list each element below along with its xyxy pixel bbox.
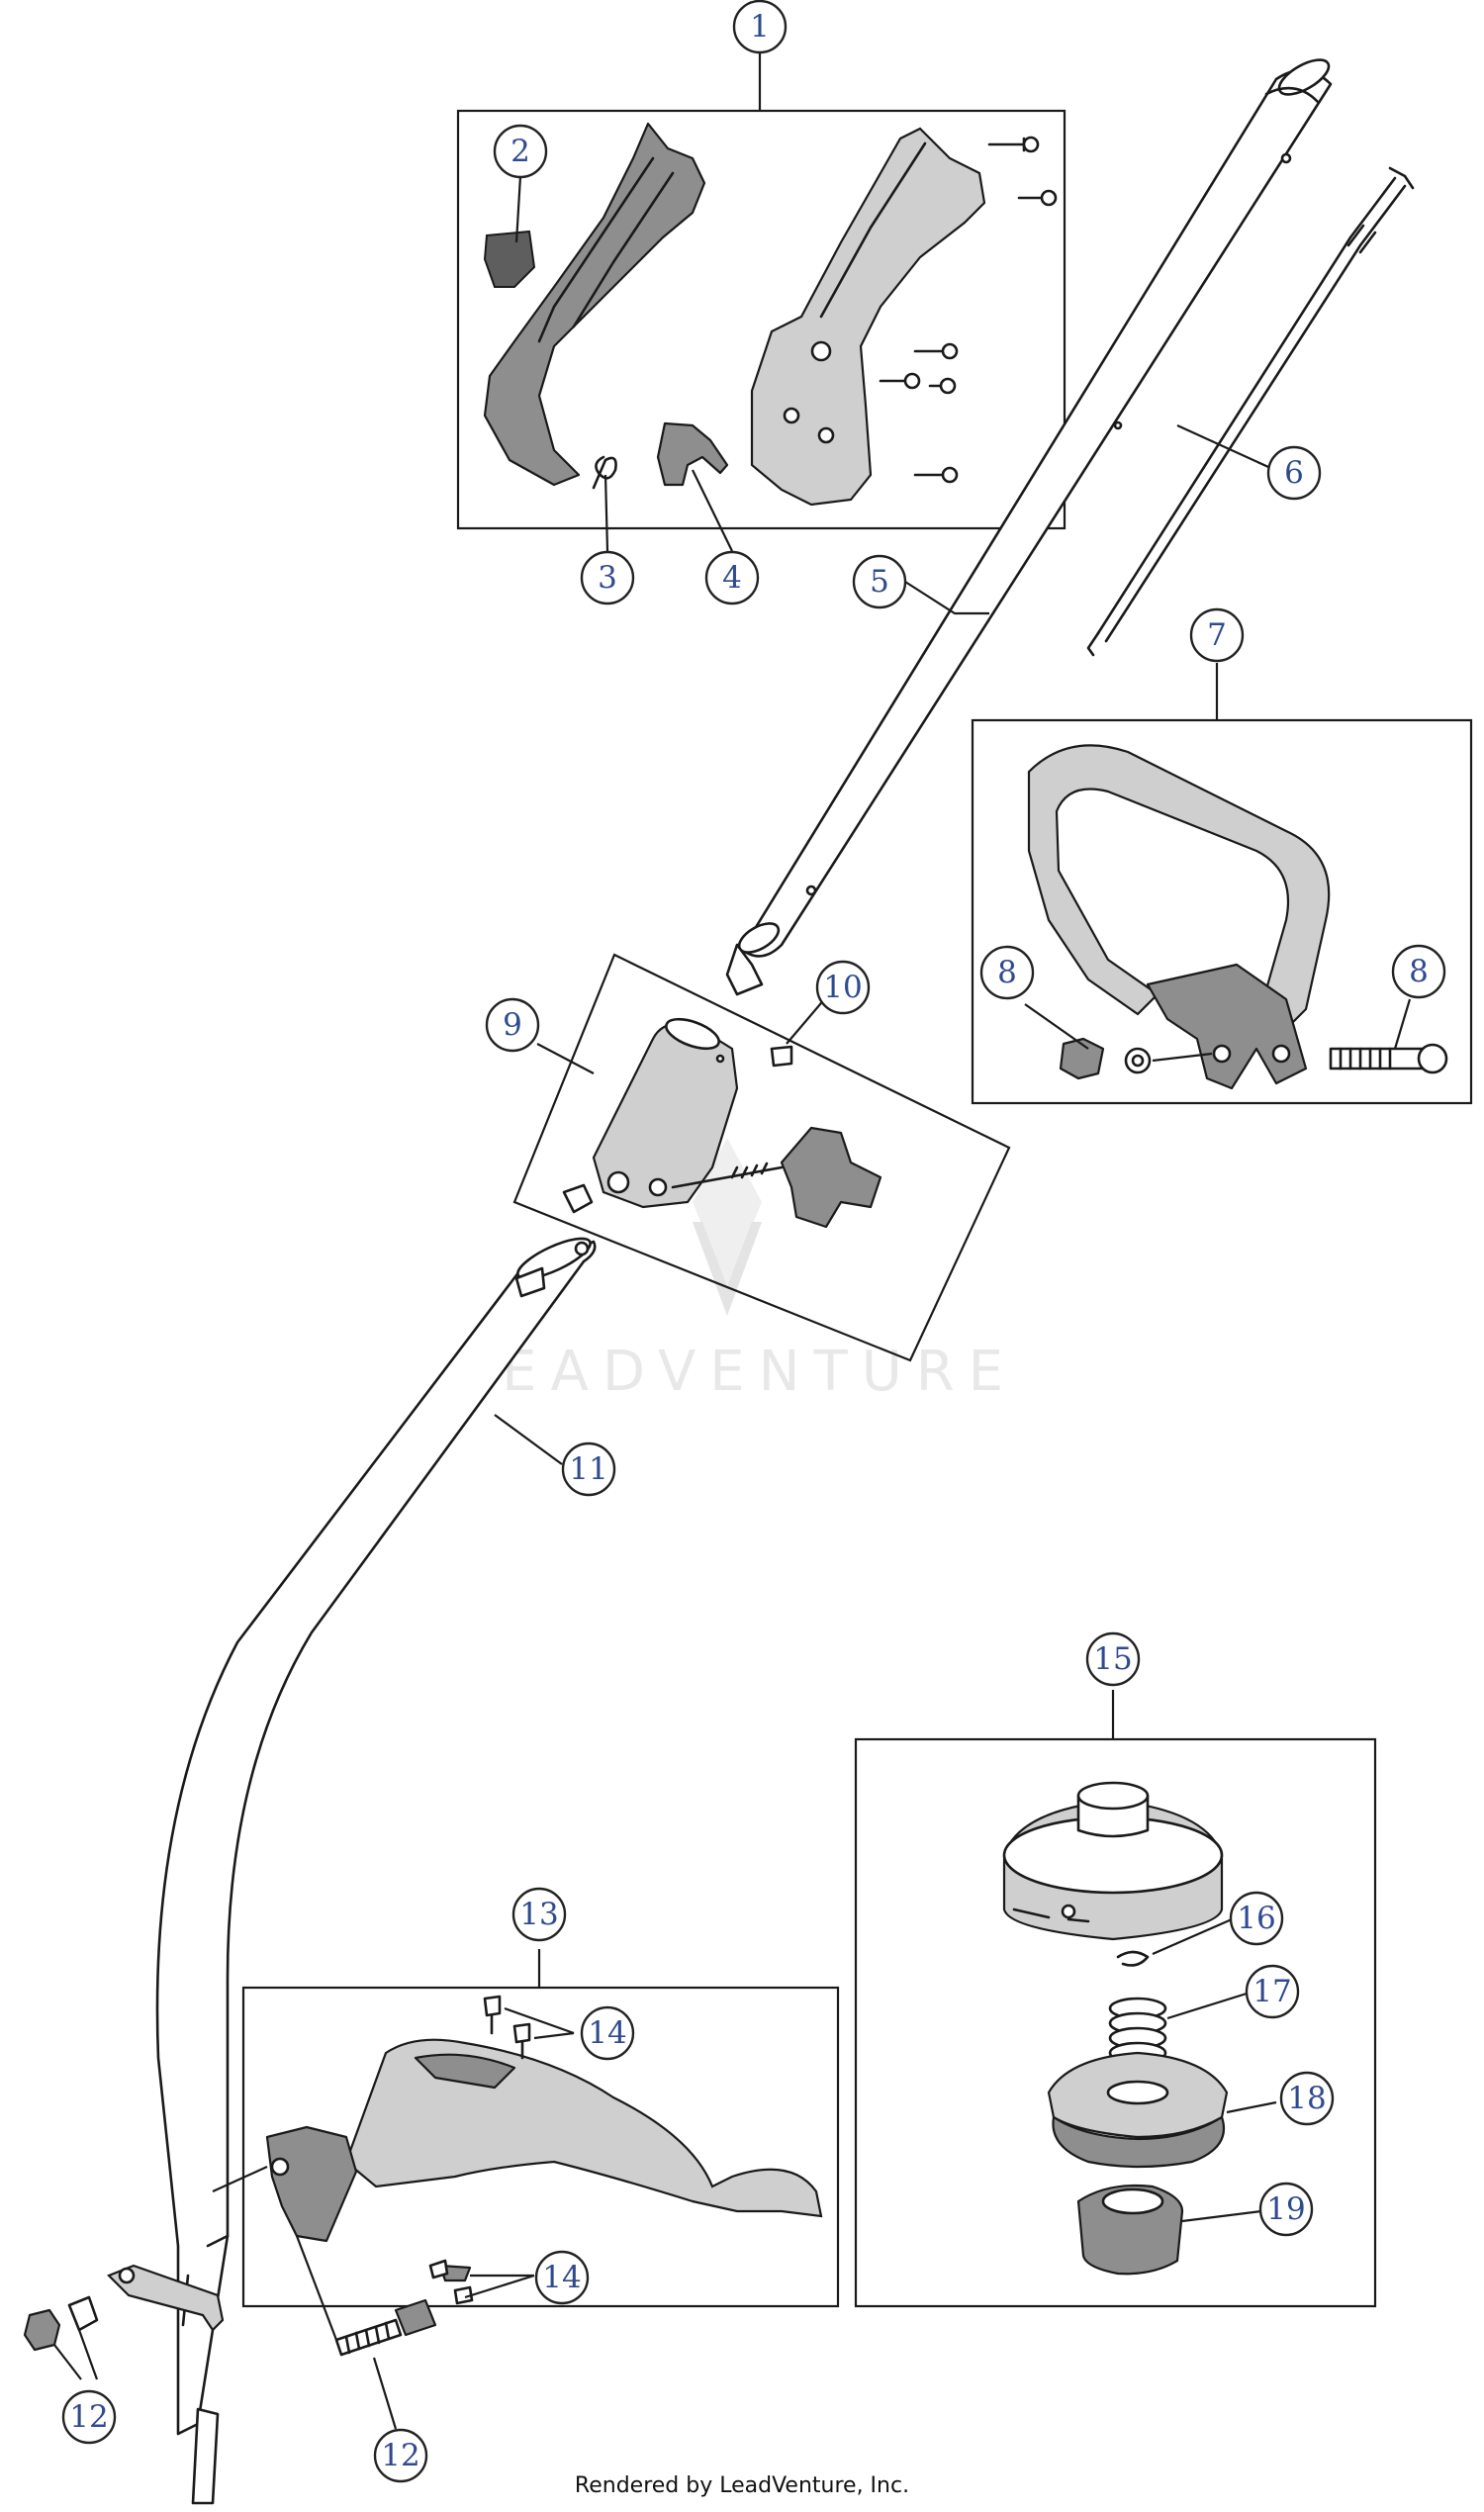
guard-mount [265,2125,358,2243]
housing-screws [879,136,1058,484]
trimmer-head-group [854,1737,1377,2308]
wing-nut [23,2308,61,2352]
svg-text:1: 1 [750,9,770,45]
svg-text:14: 14 [542,2260,581,2295]
callout-12b: 12 [373,2428,428,2483]
callout-18: 18 [1279,2071,1335,2126]
guard-group [241,1986,840,2308]
svg-text:11: 11 [569,1451,607,1487]
boss-hole [817,426,835,444]
callout-2: 2 [493,124,548,179]
svg-text:8: 8 [1409,954,1429,989]
callout-14a: 14 [580,2005,635,2061]
boss-hole [783,407,800,424]
handle-housing-group [456,109,1067,530]
leader-lines [53,52,1412,2430]
handle-half-right [750,127,986,507]
rendered-by-footer: Rendered by LeadVenture, Inc. [574,2473,910,2498]
callout-13: 13 [511,1887,567,1942]
svg-text:7: 7 [1207,617,1227,653]
handle-bolt [1329,1047,1427,1070]
coupler-group [512,953,1011,1362]
trigger [656,421,729,487]
loop-handle [1027,744,1331,1031]
guard [344,2038,823,2218]
group-9-box [512,953,1011,1362]
callout-5: 5 [852,554,907,609]
callout-19: 19 [1258,2182,1314,2237]
watermark-text: LEADVENTURE [457,1340,1017,1404]
svg-text:9: 9 [503,1007,522,1043]
coupler-nut [562,1183,594,1214]
group-13-box [241,1986,840,2308]
svg-text:10: 10 [823,970,862,1005]
callout-1: 1 [732,0,788,54]
callout-8b: 8 [1391,944,1446,999]
callout-12a: 12 [61,2389,117,2445]
callout-6: 6 [1266,445,1322,501]
washer [67,2295,99,2332]
wing-nut [1059,1037,1105,1080]
spring [592,455,617,490]
group-1-box [456,109,1067,530]
guard-bolt [334,2298,437,2357]
svg-text:18: 18 [1287,2081,1326,2116]
svg-text:5: 5 [870,564,889,600]
coupler-screw [770,1045,793,1068]
svg-text:15: 15 [1093,1641,1132,1677]
svg-text:8: 8 [997,955,1017,990]
callout-15: 15 [1085,1631,1141,1687]
handle-half-left [483,122,706,487]
svg-text:6: 6 [1284,455,1304,491]
switch [483,230,536,288]
svg-text:14: 14 [588,2015,626,2051]
callout-17: 17 [1245,1964,1300,2019]
svg-text:17: 17 [1252,1974,1291,2009]
group-7-box [971,718,1473,1105]
callout-8a: 8 [979,945,1035,1000]
svg-text:16: 16 [1237,1901,1275,1936]
callout-4: 4 [704,550,760,605]
boss-hole [810,340,832,362]
loop-handle-clamp [1146,963,1308,1090]
throttle-cable [1086,166,1415,657]
group-15-box [854,1737,1377,2308]
callout-7: 7 [1189,607,1245,663]
callout-3: 3 [580,550,635,605]
svg-text:3: 3 [598,560,617,596]
svg-text:19: 19 [1266,2191,1305,2227]
svg-text:12: 12 [381,2438,419,2473]
coupler-knob [780,1126,882,1229]
callout-11: 11 [561,1442,616,1497]
svg-text:13: 13 [519,1897,558,1932]
callout-10: 10 [815,960,871,1015]
loop-handle-group [971,718,1473,1105]
callout-9: 9 [485,997,540,1053]
shaft-end [191,2407,220,2505]
lower-shaft [155,1237,597,2505]
callout-14b: 14 [534,2250,590,2305]
svg-text:12: 12 [69,2399,108,2435]
svg-text:2: 2 [510,134,530,169]
callout-16: 16 [1229,1891,1284,1946]
svg-text:4: 4 [722,560,742,596]
upper-shaft [725,58,1333,996]
retaining-clip [1116,1950,1150,1967]
